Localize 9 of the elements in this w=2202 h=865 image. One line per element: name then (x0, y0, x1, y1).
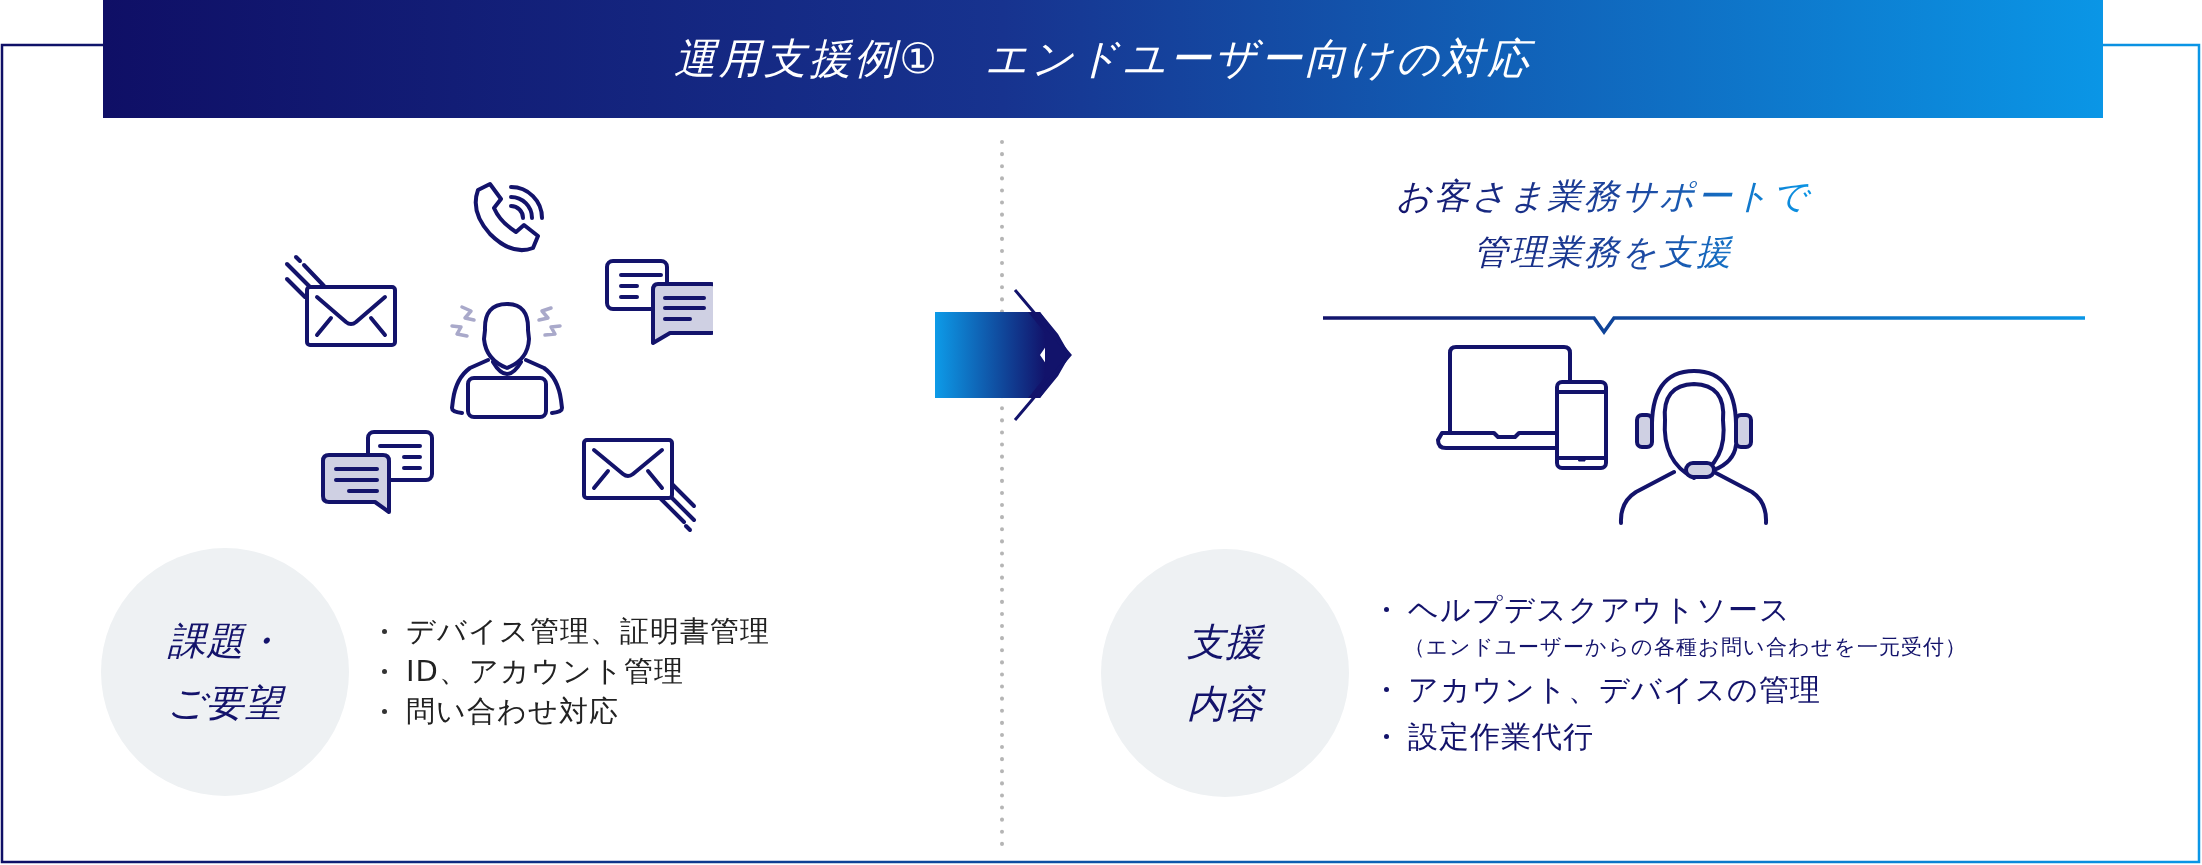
bullet-text: 問い合わせ対応 (406, 693, 619, 730)
bullet-text: ヘルプデスクアウトソース (1408, 590, 1791, 629)
note-text: （エンドユーザーからの各種お問い合わせを一元受付） (1404, 634, 1967, 661)
circle-heading: 課題・ご要望 (166, 610, 284, 734)
circle-heading: 支援内容 (1185, 611, 1265, 735)
bullet-text: アカウント、デバイスの管理 (1408, 670, 1821, 709)
bullet-text: ID、アカウント管理 (406, 653, 684, 690)
bullet-text: デバイス管理、証明書管理 (406, 613, 770, 650)
bullet-text: 設定作業代行 (1408, 717, 1594, 756)
